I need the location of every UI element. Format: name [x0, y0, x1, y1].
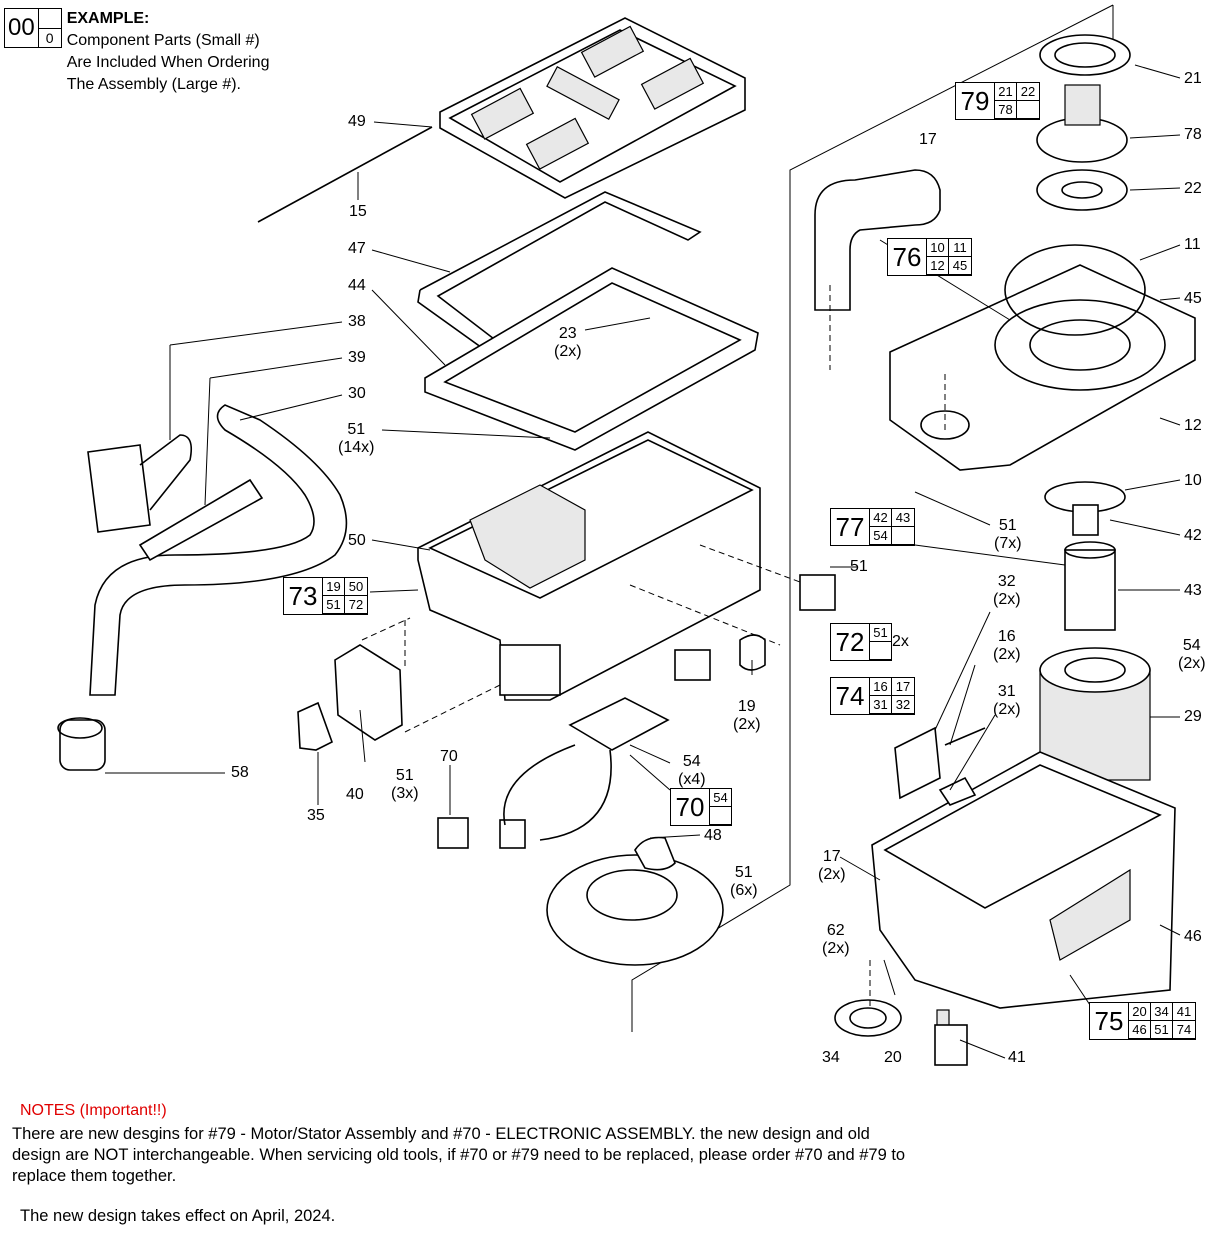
kit-70: 70 54	[670, 788, 732, 826]
callout-72-quantity: 2x	[892, 633, 909, 650]
callout-38: 38	[348, 313, 366, 330]
callout-15: 15	[349, 203, 367, 220]
callout-51-72: 51	[850, 558, 868, 575]
callout-62: 62(2x)	[822, 922, 850, 957]
callout-19: 19(2x)	[733, 698, 761, 733]
notes-title: NOTES (Important!!)	[20, 1102, 167, 1119]
callout-12: 12	[1184, 417, 1202, 434]
fan-housing-part	[546, 836, 724, 966]
callout-41: 41	[1008, 1049, 1026, 1066]
callout-34: 34	[822, 1049, 840, 1066]
kit-72: 72 51	[830, 623, 892, 661]
callout-51-7x: 51(7x)	[994, 517, 1022, 552]
callout-58: 58	[231, 764, 249, 781]
top-plate-part	[424, 267, 759, 451]
organizer-lid-part	[439, 17, 746, 199]
legend-heading: EXAMPLE:	[66, 10, 150, 27]
notes-date-line: The new design takes effect on April, 20…	[20, 1207, 336, 1225]
callout-30: 30	[348, 385, 366, 402]
callout-70: 70	[440, 748, 458, 765]
callout-29: 29	[1184, 708, 1202, 725]
callout-10: 10	[1184, 472, 1202, 489]
legend-line-1: Component Parts (Small #)	[66, 32, 260, 49]
callout-11: 11	[1184, 236, 1201, 253]
main-housing-part	[417, 431, 761, 701]
callout-50: 50	[348, 532, 366, 549]
bottom-tub-part	[871, 751, 1176, 1009]
callout-45: 45	[1184, 290, 1202, 307]
callout-46: 46	[1184, 928, 1202, 945]
callout-48: 48	[704, 827, 722, 844]
callout-47: 47	[348, 240, 366, 257]
callout-32: 32(2x)	[993, 573, 1021, 608]
callout-17-lower: 17(2x)	[818, 848, 846, 883]
callout-40: 40	[346, 786, 364, 803]
callout-51-14x: 51(14x)	[338, 421, 375, 456]
callout-54-2x: 54(2x)	[1178, 637, 1206, 672]
callout-31: 31(2x)	[993, 683, 1021, 718]
callout-51-3x: 51(3x)	[391, 767, 419, 802]
legend-text: EXAMPLE: Component Parts (Small #) Are I…	[67, 8, 270, 96]
callout-23: 23(2x)	[554, 325, 582, 360]
callout-42: 42	[1184, 527, 1202, 544]
notes-section: NOTES (Important!!) There are new desgin…	[12, 1100, 912, 1227]
callout-39: 39	[348, 349, 366, 366]
callout-16: 16(2x)	[993, 628, 1021, 663]
legend-small-number: 0	[45, 30, 54, 46]
legend-line-2: Are Included When Ordering	[66, 54, 270, 71]
callout-35: 35	[307, 807, 325, 824]
callout-43: 43	[1184, 582, 1202, 599]
callout-49: 49	[348, 113, 366, 130]
callout-20: 20	[884, 1049, 902, 1066]
callout-17-upper: 17	[919, 131, 937, 148]
callout-22: 22	[1184, 180, 1202, 197]
legend-big-number: 00	[5, 9, 39, 47]
callout-21: 21	[1184, 70, 1202, 87]
filter-housing-part	[889, 244, 1196, 471]
callout-51-6x: 51(6x)	[730, 864, 758, 899]
legend: 00 0 EXAMPLE: Component Parts (Small #) …	[4, 8, 269, 96]
notes-body: There are new desgins for #79 - Motor/St…	[12, 1125, 906, 1185]
callout-54-x4: 54(x4)	[678, 753, 706, 788]
legend-line-3: The Assembly (Large #).	[66, 76, 241, 93]
callout-44: 44	[348, 277, 366, 294]
callout-78: 78	[1184, 126, 1202, 143]
legend-example-box: 00 0	[4, 8, 62, 48]
